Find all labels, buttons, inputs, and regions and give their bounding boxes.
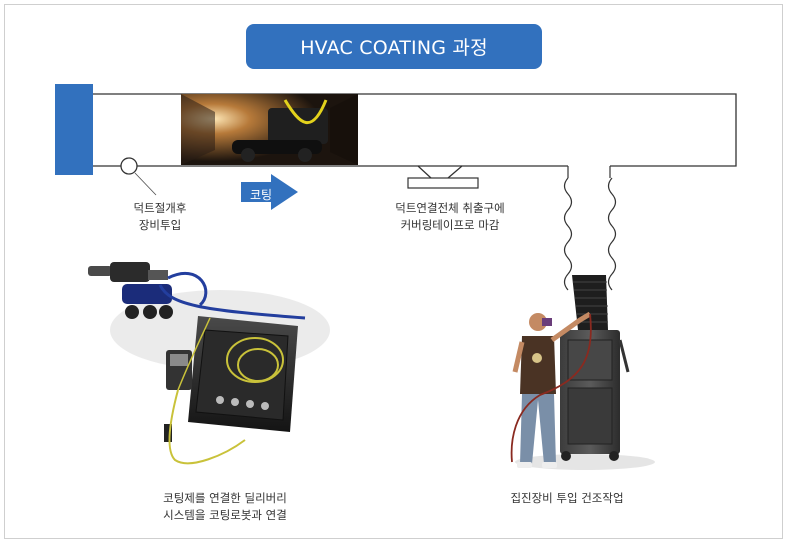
outlet-tape-cover xyxy=(407,177,479,189)
duct-photo-inset xyxy=(181,94,358,165)
caption-dust-collector: 집진장비 투입 건조작업 xyxy=(510,491,624,505)
inlet-circle-marker xyxy=(120,157,157,196)
diagram-title: HVAC COATING 과정 xyxy=(246,24,542,69)
branch-hoses xyxy=(563,166,617,291)
dust-collector-worker xyxy=(510,275,655,470)
caption-inlet: 덕트절개후 장비투입 xyxy=(133,201,187,232)
caption-delivery: 코팅제를 연결한 딜리버리 시스템을 코팅로봇과 연결 xyxy=(163,491,287,522)
caption-connection: 덕트연결전체 취출구에 커버링테이프로 마감 xyxy=(395,201,505,232)
coating-arrow-label: 코팅 xyxy=(250,188,273,202)
duct-outline xyxy=(92,93,737,179)
coating-arrow xyxy=(241,174,298,210)
duct-cap-block xyxy=(55,84,93,175)
robot-delivery-system xyxy=(88,262,330,465)
